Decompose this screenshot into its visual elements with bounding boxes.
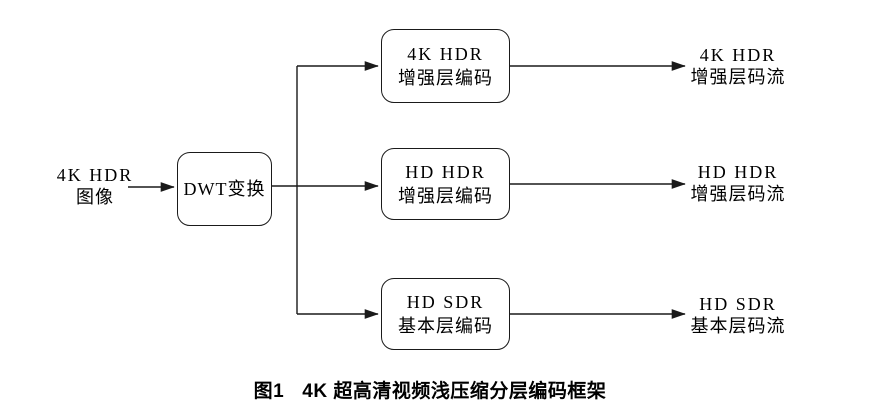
input-label-line2: 图像 <box>76 187 114 207</box>
output-label-line2: 增强层码流 <box>690 67 786 87</box>
output-label-line2: 基本层码流 <box>690 316 786 336</box>
node-dwt-label: DWT变换 <box>183 179 266 199</box>
node-label-line1: 4K HDR <box>407 44 484 64</box>
node-label-line2: 增强层编码 <box>398 68 493 88</box>
output-label-line1: HD HDR <box>697 162 779 182</box>
figure-caption-title: 4K 超高清视频浅压缩分层编码框架 <box>302 381 607 402</box>
node-4k-hdr-enhancement-encoder: 4K HDR 增强层编码 <box>381 29 510 103</box>
output-label-line1: HD SDR <box>699 294 777 314</box>
node-label-line2: 基本层编码 <box>398 316 493 336</box>
node-hd-hdr-enhancement-encoder: HD HDR 增强层编码 <box>381 148 510 220</box>
node-label-line1: HD HDR <box>405 162 486 182</box>
output-label-line2: 增强层码流 <box>690 184 786 204</box>
node-label-line1: HD SDR <box>406 292 485 312</box>
figure-caption-number: 图1 <box>253 381 285 402</box>
input-label-4k-hdr-image: 4K HDR 图像 <box>28 164 162 208</box>
node-hd-sdr-base-encoder: HD SDR 基本层编码 <box>381 278 510 350</box>
output-label-hd-hdr-bitstream: HD HDR 增强层码流 <box>660 161 816 205</box>
output-label-line1: 4K HDR <box>699 45 777 65</box>
figure-caption: 图1 4K 超高清视频浅压缩分层编码框架 <box>0 376 860 403</box>
output-label-hd-sdr-bitstream: HD SDR 基本层码流 <box>660 293 816 337</box>
output-label-4k-hdr-bitstream: 4K HDR 增强层码流 <box>660 44 816 88</box>
input-label-line1: 4K HDR <box>56 165 134 185</box>
node-label-line2: 增强层编码 <box>398 186 493 206</box>
node-dwt-transform: DWT变换 <box>177 152 272 226</box>
